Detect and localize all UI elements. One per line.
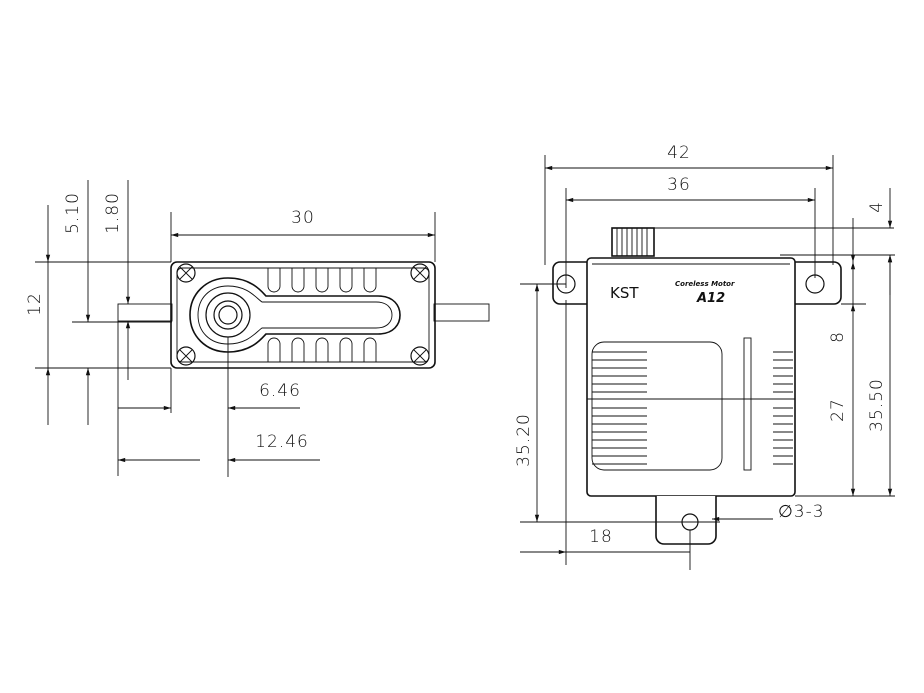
servo-horn <box>189 277 401 353</box>
left-wire-stub <box>117 303 173 322</box>
front-view: KST Coreless Motor A12 42 36 4 8 <box>514 143 895 570</box>
dim-left-height: 35.20 <box>514 413 534 467</box>
output-gear <box>611 227 655 257</box>
dim-mount-width: 36 <box>667 175 691 195</box>
label-line1: Coreless Motor <box>675 280 735 288</box>
vent-slots <box>587 351 795 465</box>
dim-shaft-offset-total: 12.46 <box>255 432 309 452</box>
cooling-fins-bottom <box>267 337 377 362</box>
model-label: A12 <box>696 291 725 306</box>
screw-icon <box>410 263 430 283</box>
dim-mount-height: 8 <box>828 331 848 343</box>
dim-bottom-offset: 18 <box>589 527 613 547</box>
bottom-tab <box>655 496 717 545</box>
top-view: 30 12 5.10 1.80 6.46 12.46 <box>25 180 490 477</box>
screw-icon <box>410 346 430 366</box>
dim-total-width: 42 <box>667 143 691 163</box>
dim-offset-b: 1.80 <box>103 192 123 234</box>
cooling-fins-top <box>267 268 377 293</box>
dim-total-height: 35.50 <box>867 378 887 432</box>
brand-label: KST <box>610 284 639 302</box>
right-wire-stub <box>433 303 490 322</box>
dim-body-lower: 27 <box>828 398 848 422</box>
dim-top-gear: 4 <box>867 201 887 213</box>
screw-icon <box>176 346 196 366</box>
dim-offset-a: 5.10 <box>63 192 83 234</box>
dim-top-width: 30 <box>291 208 315 228</box>
hole-spec: ∅3-3 <box>778 502 825 522</box>
screw-icon <box>176 263 196 283</box>
dim-shaft-offset: 6.46 <box>259 381 301 401</box>
dim-top-height: 12 <box>25 292 45 316</box>
